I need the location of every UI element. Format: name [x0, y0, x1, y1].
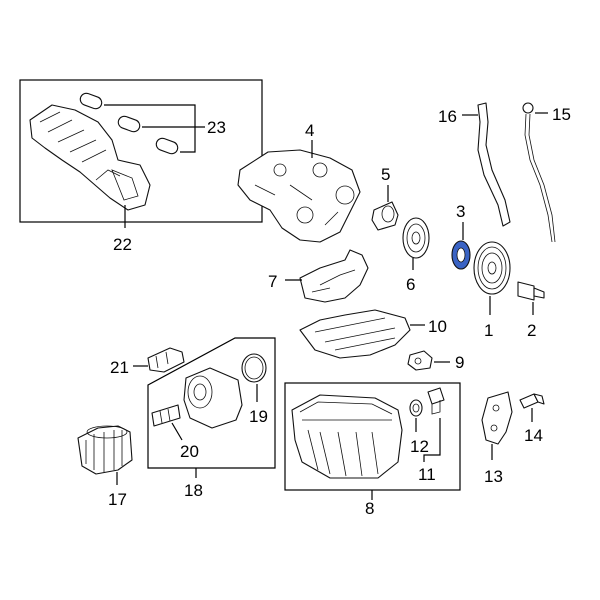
callout-6: 6 [406, 275, 415, 294]
heat-shield[interactable] [299, 249, 369, 303]
dipstick-tube[interactable] [477, 102, 511, 227]
oil-pan-baffle[interactable] [299, 309, 411, 359]
mount-bracket[interactable] [481, 391, 513, 445]
crankshaft-pulley[interactable] [473, 241, 511, 295]
callout-14: 14 [524, 426, 543, 445]
callout-22: 22 [113, 235, 132, 254]
callout-15: 15 [552, 105, 571, 124]
oil-pressure-sender[interactable] [147, 347, 185, 373]
callout-11: 11 [418, 465, 436, 484]
callout-1: 1 [484, 321, 493, 340]
oil-cooler-seal[interactable] [241, 353, 267, 383]
oil-filter-adapter[interactable] [183, 367, 243, 429]
crankshaft-sprocket[interactable] [402, 217, 430, 259]
engine-front-cover[interactable] [237, 149, 361, 243]
front-crankshaft-seal[interactable] [451, 240, 471, 270]
group-box-intake-manifold [19, 79, 263, 223]
bracket-bolt[interactable] [519, 393, 545, 409]
callout-17: 17 [108, 490, 127, 509]
drain-plug[interactable] [427, 387, 445, 415]
callout-18: 18 [184, 481, 203, 500]
dipstick[interactable] [522, 102, 556, 243]
callout-20: 20 [180, 442, 199, 461]
callout-7: 7 [268, 272, 277, 291]
pulley-bolt[interactable] [517, 281, 545, 301]
intake-manifold[interactable] [29, 104, 151, 211]
callout-4: 4 [305, 121, 314, 140]
group-box-oil-cooler [147, 337, 276, 469]
idler-pulley[interactable] [371, 201, 399, 231]
callout-5: 5 [381, 165, 390, 184]
oil-filter[interactable] [77, 425, 133, 475]
oil-pan[interactable] [291, 394, 403, 479]
callout-8: 8 [365, 499, 374, 518]
callout-10: 10 [428, 317, 447, 336]
callout-16: 16 [438, 107, 457, 126]
callout-21: 21 [110, 358, 129, 377]
callout-13: 13 [484, 467, 503, 486]
callout-19: 19 [249, 407, 268, 426]
callout-3: 3 [456, 202, 465, 221]
callout-2: 2 [527, 321, 536, 340]
gasket-set[interactable] [79, 92, 180, 156]
callout-23: 23 [207, 118, 226, 137]
adapter-bolt[interactable] [151, 404, 181, 427]
oil-level-sensor[interactable] [407, 350, 433, 371]
callout-12: 12 [410, 437, 429, 456]
callout-9: 9 [455, 353, 464, 372]
drain-plug-gasket[interactable] [409, 399, 423, 417]
